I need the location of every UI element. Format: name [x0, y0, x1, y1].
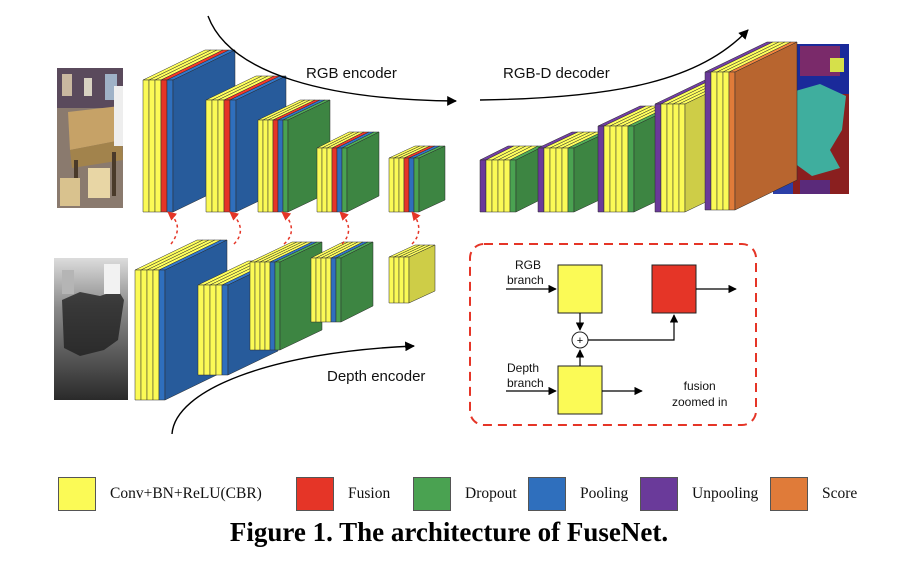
sum-symbol: + [577, 335, 583, 347]
legend-label-cbr: Conv+BN+ReLU(CBR) [110, 485, 262, 502]
depth-branch-label: Depth branch [507, 361, 544, 391]
depth-encoder-arrow [171, 341, 415, 435]
fusion-zoomed-line2: zoomed in [672, 395, 728, 409]
rgbd-decoder-arrow [479, 29, 749, 101]
decoder-block-5 [704, 41, 798, 211]
legend-swatch-pooling [528, 477, 566, 511]
legend-label-dropout: Dropout [465, 485, 517, 502]
decoder-block-1 [479, 145, 545, 213]
rgb-branch-label: RGB branch [507, 258, 544, 288]
fusion-arrow-4 [339, 211, 350, 245]
rgb-encoder-arrow [207, 15, 457, 106]
depth-encoder-block-4 [310, 241, 374, 323]
legend-swatch-fusion [296, 477, 334, 511]
fusion-arrow-1 [167, 211, 179, 245]
legend-item-unpooling: Unpooling [640, 476, 758, 512]
legend-item-score: Score [770, 476, 857, 512]
rgb-input-image [57, 68, 123, 208]
rgb-encoder-block-5 [388, 145, 446, 213]
fusion-block [651, 264, 697, 314]
fusion-zoom-box: + [469, 243, 757, 426]
sum-to-fusion-arrow [588, 314, 679, 341]
fusion-zoomed-label: fusion zoomed in [672, 378, 727, 410]
legend-swatch-dropout [413, 477, 451, 511]
rgbd-decoder-label: RGB-D decoder [503, 65, 610, 82]
fusion-zoomed-line1: fusion [683, 379, 716, 393]
rgb-branch-line1: RGB [515, 258, 542, 272]
rgb-branch-line2: branch [507, 273, 544, 287]
rgb-encoder-block-4 [316, 131, 380, 213]
depth-encoder-label: Depth encoder [327, 368, 426, 385]
legend-label-fusion: Fusion [348, 485, 391, 502]
fusion-arrow-3 [281, 211, 293, 245]
legend-swatch-unpooling [640, 477, 678, 511]
legend-label-pooling: Pooling [580, 485, 629, 502]
depth-input-image [54, 258, 128, 400]
legend-label-unpooling: Unpooling [692, 485, 759, 502]
network-blocks [134, 41, 798, 401]
fusion-connections [167, 211, 421, 245]
rgb-cbr-block [557, 264, 603, 314]
rgb-encoder-block-1 [142, 49, 236, 213]
depth-branch-line1: Depth [507, 361, 540, 375]
legend-label-score: Score [822, 485, 858, 502]
fusion-arrow-5 [411, 211, 421, 245]
fusion-arrow-2 [229, 211, 242, 245]
depth-cbr-block [557, 365, 603, 415]
legend-item-pooling: Pooling [528, 476, 628, 512]
rgb-encoder-label: RGB encoder [306, 65, 397, 82]
depth-encoder-block-5 [388, 244, 436, 304]
figure-caption: Figure 1. The architecture of FuseNet. [229, 517, 669, 547]
legend-item-cbr: Conv+BN+ReLU(CBR) [58, 476, 262, 512]
legend-swatch-cbr [58, 477, 96, 511]
legend-swatch-score [770, 477, 808, 511]
decoder-block-2 [537, 131, 609, 213]
legend-item-fusion: Fusion [296, 476, 390, 512]
fusion-zoom-border [469, 243, 757, 426]
legend-item-dropout: Dropout [413, 476, 517, 512]
depth-branch-line2: branch [507, 376, 544, 390]
